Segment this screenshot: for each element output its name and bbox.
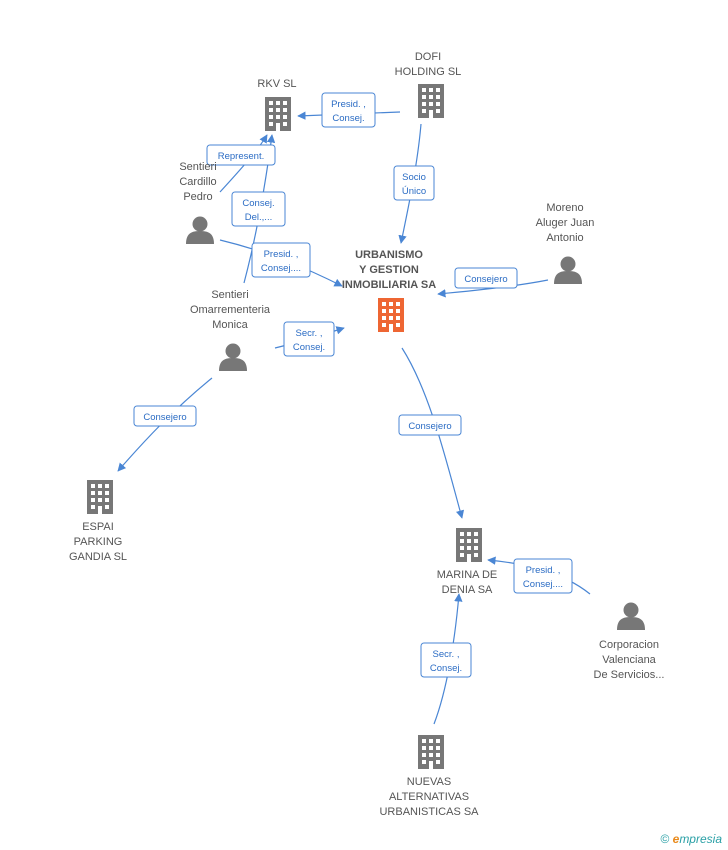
svg-text:Consej.: Consej. <box>430 663 462 674</box>
svg-text:Moreno: Moreno <box>546 202 583 214</box>
building-icon <box>87 480 113 514</box>
svg-text:ESPAI: ESPAI <box>82 521 114 533</box>
brand-initial: e <box>672 832 680 846</box>
svg-text:De Servicios...: De Servicios... <box>594 669 665 681</box>
person-icon <box>554 256 582 284</box>
svg-text:URBANISTICAS SA: URBANISTICAS SA <box>379 806 479 818</box>
svg-text:ALTERNATIVAS: ALTERNATIVAS <box>389 791 469 803</box>
svg-text:Sentieri: Sentieri <box>179 161 216 173</box>
building-icon <box>456 528 482 562</box>
svg-text:Socio: Socio <box>402 172 426 183</box>
empresia-watermark: © empresia <box>660 832 722 846</box>
svg-text:Presid. ,: Presid. , <box>526 565 561 576</box>
relation-secr-marina: Secr. , Consej. <box>420 642 472 678</box>
svg-text:Omarrementeria: Omarrementeria <box>190 304 271 316</box>
svg-text:Consej....: Consej.... <box>523 579 563 590</box>
node-urbanismo-main[interactable]: URBANISMO Y GESTION INMOBILIARIA SA <box>342 249 436 332</box>
svg-text:Valenciana: Valenciana <box>602 654 656 666</box>
svg-text:DENIA SA: DENIA SA <box>442 584 493 596</box>
building-icon <box>418 735 444 769</box>
svg-text:Consej.: Consej. <box>332 113 364 124</box>
svg-text:Monica: Monica <box>212 319 248 331</box>
svg-text:RKV SL: RKV SL <box>257 78 296 90</box>
node-rkv[interactable]: RKV SL <box>257 78 297 131</box>
person-icon <box>617 602 645 630</box>
svg-text:Presid. ,: Presid. , <box>264 249 299 260</box>
svg-text:GANDIA SL: GANDIA SL <box>69 551 127 563</box>
relation-secr-urbanismo: Secr. , Consej. <box>283 321 335 357</box>
relation-presid-marina: Presid. , Consej.... <box>513 558 573 594</box>
svg-text:Sentieri: Sentieri <box>211 289 248 301</box>
svg-text:Secr. ,: Secr. , <box>433 649 460 660</box>
node-moreno[interactable]: Moreno Aluger Juan Antonio <box>536 202 595 284</box>
svg-text:Único: Único <box>402 186 426 197</box>
relation-represent: Represent. <box>206 144 276 166</box>
node-dofi-holding[interactable]: DOFI HOLDING SL <box>395 51 462 118</box>
building-icon <box>418 84 444 118</box>
svg-text:Antonio: Antonio <box>546 232 583 244</box>
svg-text:Consejero: Consejero <box>143 412 186 423</box>
node-sentieri-cardillo[interactable]: Sentieri Cardillo Pedro <box>179 161 217 244</box>
svg-text:Secr. ,: Secr. , <box>296 328 323 339</box>
svg-text:NUEVAS: NUEVAS <box>407 776 451 788</box>
svg-text:Aluger Juan: Aluger Juan <box>536 217 595 229</box>
svg-text:Pedro: Pedro <box>183 191 212 203</box>
copyright-icon: © <box>660 832 670 846</box>
svg-text:INMOBILIARIA SA: INMOBILIARIA SA <box>342 279 436 291</box>
relation-consejero-espai: Consejero <box>133 405 197 427</box>
svg-text:MARINA DE: MARINA DE <box>437 569 498 581</box>
relation-consejero-marina: Consejero <box>398 414 462 436</box>
building-icon <box>265 97 291 131</box>
building-icon <box>378 298 404 332</box>
node-marina-denia[interactable]: MARINA DE DENIA SA <box>437 528 498 596</box>
svg-text:Consej....: Consej.... <box>261 263 301 274</box>
svg-text:URBANISMO: URBANISMO <box>355 249 423 261</box>
node-espai-parking[interactable]: ESPAI PARKING GANDIA SL <box>69 480 127 563</box>
svg-text:Corporacion: Corporacion <box>599 639 659 651</box>
svg-text:HOLDING SL: HOLDING SL <box>395 66 462 78</box>
svg-text:Represent.: Represent. <box>218 151 264 162</box>
svg-text:Del.,...: Del.,... <box>245 212 272 223</box>
node-nuevas-alternativas[interactable]: NUEVAS ALTERNATIVAS URBANISTICAS SA <box>379 735 479 818</box>
relation-socio-unico: Socio Único <box>393 165 435 201</box>
node-corporacion[interactable]: Corporacion Valenciana De Servicios... <box>594 602 665 682</box>
svg-text:DOFI: DOFI <box>415 51 441 63</box>
person-icon <box>219 343 247 371</box>
svg-text:PARKING: PARKING <box>74 536 123 548</box>
brand-name: mpresia <box>679 832 722 846</box>
relation-consejero-moreno: Consejero <box>454 267 518 289</box>
relation-presid-urbanismo: Presid. , Consej.... <box>251 242 311 278</box>
svg-text:Cardillo: Cardillo <box>179 176 216 188</box>
svg-text:Y GESTION: Y GESTION <box>359 264 419 276</box>
person-icon <box>186 216 214 244</box>
svg-text:Consejero: Consejero <box>408 421 451 432</box>
relation-consej-del: Consej. Del.,... <box>231 191 286 227</box>
svg-text:Consejero: Consejero <box>464 274 507 285</box>
svg-text:Presid. ,: Presid. , <box>331 99 366 110</box>
relation-presid-rkv: Presid. , Consej. <box>321 92 376 128</box>
svg-text:Consej.: Consej. <box>293 342 325 353</box>
node-sentieri-monica[interactable]: Sentieri Omarrementeria Monica <box>190 289 271 371</box>
svg-text:Consej.: Consej. <box>242 198 274 209</box>
